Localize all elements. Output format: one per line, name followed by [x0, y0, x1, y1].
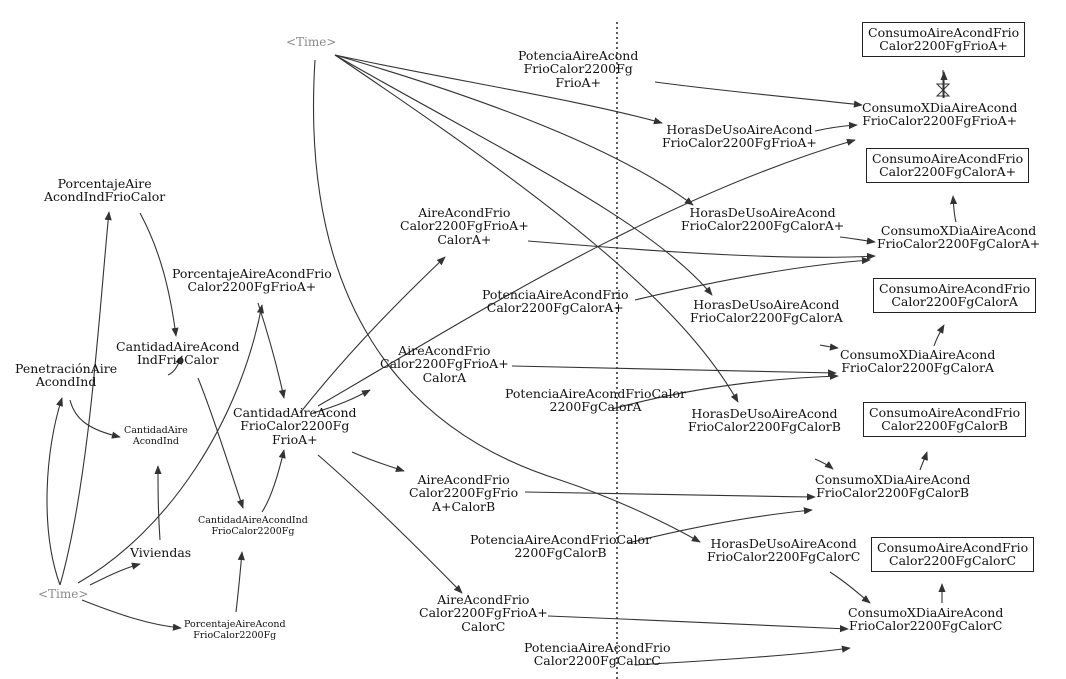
- causal-arrow: [511, 365, 837, 377]
- causal-arrow: [547, 615, 849, 633]
- consumo-stock-calor-a-plus: ConsumoAireAcondFrio Calor2200FgCalorA+: [866, 148, 1030, 183]
- potencia-calor-b: PotenciaAireAcondFrioCalor 2200FgCalorB: [470, 532, 652, 561]
- aire-acond-frio-a-plus-calor-c: AireAcondFrio Calor2200FgFrioA+ CalorC: [419, 592, 548, 634]
- causal-arrow: [139, 212, 179, 337]
- causal-arrow: [59, 211, 112, 586]
- viviendas: Viviendas: [130, 545, 192, 560]
- horas-de-uso-calor-a: HorasDeUsoAireAcond FrioCalor2200FgCalor…: [690, 297, 843, 326]
- causal-arrow: [814, 458, 834, 470]
- causal-arrow: [317, 454, 463, 594]
- consumo-stock-calor-c: ConsumoAireAcondFrio Calor2200FgCalorC: [871, 537, 1035, 572]
- consumo-stock-calor-a: ConsumoAireAcondFrio Calor2200FgCalorA: [873, 278, 1037, 313]
- cantidad-aire-acond-frio-calor-frio-a-plus: CantidadAireAcond FrioCalor2200Fg FrioA+: [233, 405, 357, 447]
- causal-arrow: [167, 355, 183, 376]
- cantidad-aire-acond-ind: CantidadAire AcondInd: [124, 425, 188, 447]
- causal-arrow: [197, 377, 244, 509]
- causal-arrow: [77, 304, 265, 584]
- consumo-stock-frio-a-plus: ConsumoAireAcondFrio Calor2200FgFrioA+: [862, 22, 1026, 57]
- causal-arrow: [334, 54, 739, 403]
- consumo-x-dia-calor-c: ConsumoXDiaAireAcond FrioCalor2200FgCalo…: [848, 605, 1004, 634]
- causal-arrow: [313, 59, 701, 543]
- causal-arrow: [81, 599, 182, 631]
- causal-arrow: [949, 195, 958, 223]
- causal-arrow: [634, 645, 851, 666]
- time-shadow-variable-top: <Time>: [286, 35, 337, 49]
- causal-arrow: [334, 54, 663, 125]
- consumo-x-dia-calor-b: ConsumoXDiaAireAcond FrioCalor2200FgCalo…: [815, 472, 971, 501]
- causal-arrow: [261, 449, 286, 513]
- potencia-calor-c: PotenciaAireAcondFrio Calor2200FgCalorC: [524, 640, 671, 669]
- causal-arrow: [89, 562, 141, 586]
- horas-de-uso-calor-b: HorasDeUsoAireAcond FrioCalor2200FgCalor…: [688, 406, 841, 435]
- cantidad-aire-acond-ind-frio-calor-2200: CantidadAireAcondInd FrioCalor2200Fg: [198, 515, 308, 537]
- porcentaje-aire-acond-ind-frio-calor: PorcentajeAire AcondIndFrioCalor: [44, 176, 166, 205]
- causal-arrow: [334, 54, 713, 296]
- consumo-x-dia-frio-a-plus: ConsumoXDiaAireAcond FrioCalor2200FgFrio…: [862, 100, 1018, 129]
- potencia-calor-a: PotenciaAireAcondFrioCalor 2200FgCalorA: [505, 386, 687, 415]
- causal-arrow: [829, 571, 871, 604]
- causal-arrow: [351, 451, 405, 472]
- consumo-x-dia-calor-a: ConsumoXDiaAireAcond FrioCalor2200FgCalo…: [840, 347, 996, 376]
- causal-arrow: [334, 54, 694, 206]
- causal-arrow: [257, 302, 286, 399]
- aire-acond-frio-a-plus-calor-b: AireAcondFrio Calor2200FgFrio A+CalorB: [409, 472, 519, 514]
- porcentaje-aire-acond-frio-calor-frio-a-plus: PorcentajeAireAcondFrio Calor2200FgFrioA…: [172, 266, 332, 295]
- causal-arrow: [919, 451, 928, 471]
- causal-arrow: [634, 256, 871, 301]
- causal-arrow: [611, 372, 839, 410]
- flow-valve-icon: [935, 70, 951, 98]
- penetracion-aire-acond-ind: PenetraciónAire AcondInd: [15, 361, 118, 390]
- horas-de-uso-calor-c: HorasDeUsoAireAcond FrioCalor2200FgCalor…: [707, 536, 861, 565]
- causal-arrow: [527, 240, 876, 261]
- horas-de-uso-frio-a-plus: HorasDeUsoAireAcond FrioCalor2200FgFrioA…: [662, 122, 817, 151]
- causal-arrow: [46, 397, 63, 586]
- causal-arrow: [814, 121, 858, 132]
- causal-arrow: [933, 324, 945, 347]
- causal-arrow: [839, 236, 876, 245]
- porcentaje-aire-acond-frio-calor-2200: PorcentajeAireAcond FrioCalor2200Fg: [184, 619, 286, 641]
- time-shadow-variable-bottom: <Time>: [38, 587, 89, 601]
- causal-arrow: [154, 465, 162, 541]
- potencia-calor-a-plus: PotenciaAireAcondFrio Calor2200FgCalorA+: [482, 287, 629, 316]
- causal-arrow: [69, 399, 121, 439]
- aire-acond-frio-a-plus-calor-a: AireAcondFrio Calor2200FgFrioA+ CalorA: [380, 343, 509, 385]
- consumo-x-dia-calor-a-plus: ConsumoXDiaAireAcond FrioCalor2200FgCalo…: [877, 223, 1041, 252]
- causal-arrow: [317, 138, 856, 407]
- causal-arrow: [819, 343, 839, 351]
- causal-arrow: [627, 507, 813, 544]
- aire-acond-frio-a-plus-calor-a-plus: AireAcondFrio Calor2200FgFrioA+ CalorA+: [400, 205, 529, 247]
- causal-arrow: [235, 551, 245, 613]
- causal-arrow: [312, 389, 371, 414]
- cantidad-aire-acond-ind-frio-calor: CantidadAireAcond IndFrioCalor: [116, 339, 240, 368]
- potencia-frio-a-plus: PotenciaAireAcond FrioCalor2200Fg FrioA+: [518, 48, 639, 90]
- causal-arrow: [654, 81, 863, 108]
- causal-arrow: [299, 256, 446, 414]
- causal-arrow: [524, 491, 816, 501]
- consumo-stock-calor-b: ConsumoAireAcondFrio Calor2200FgCalorB: [863, 402, 1027, 437]
- horas-de-uso-calor-a-plus: HorasDeUsoAireAcond FrioCalor2200FgCalor…: [681, 205, 845, 234]
